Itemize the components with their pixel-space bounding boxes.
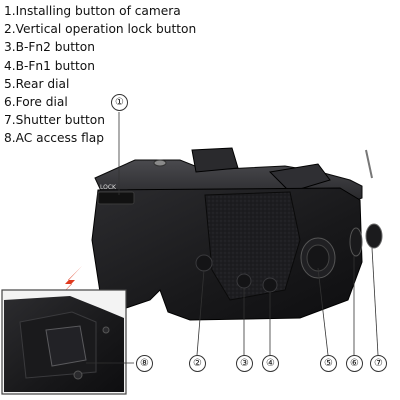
callout-2: ② (189, 355, 206, 372)
legend-item: 6.Fore dial (4, 95, 68, 110)
legend-item: 5.Rear dial (4, 76, 70, 91)
ac-access-flap (45, 325, 87, 367)
shutter-button (365, 223, 383, 249)
rail-block (268, 163, 331, 193)
legend-item: 4.B-Fn1 button (4, 58, 95, 73)
handgrip-texture (204, 191, 301, 301)
callout-4: ④ (262, 355, 279, 372)
callout-8: ⑧ (136, 355, 153, 372)
tripod-screw (153, 159, 167, 167)
b-fn2-button (236, 273, 252, 289)
arrow-icon (58, 262, 86, 298)
callout-6: ⑥ (346, 355, 363, 372)
legend-item: 3.B-Fn2 button (4, 40, 95, 55)
legend-item: 7.Shutter button (4, 113, 105, 128)
leader-lines (86, 112, 379, 364)
callout-5: ⑤ (320, 355, 337, 372)
fore-dial (349, 227, 363, 257)
feature-legend: 1.Installing button of camera 2.Vertical… (4, 2, 196, 148)
callout-1: ① (111, 94, 128, 111)
legend-item: 1.Installing button of camera (4, 4, 181, 18)
vertical-lock-button (195, 254, 213, 272)
callout-3: ③ (236, 355, 253, 372)
legend-item: 2.Vertical operation lock button (4, 22, 197, 37)
lock-switch (97, 191, 135, 205)
contact-block (191, 147, 239, 173)
b-fn1-button (262, 277, 278, 293)
lock-label: LOCK (100, 184, 116, 191)
legend-item: 8.AC access flap (4, 131, 104, 146)
callout-7: ⑦ (370, 355, 387, 372)
